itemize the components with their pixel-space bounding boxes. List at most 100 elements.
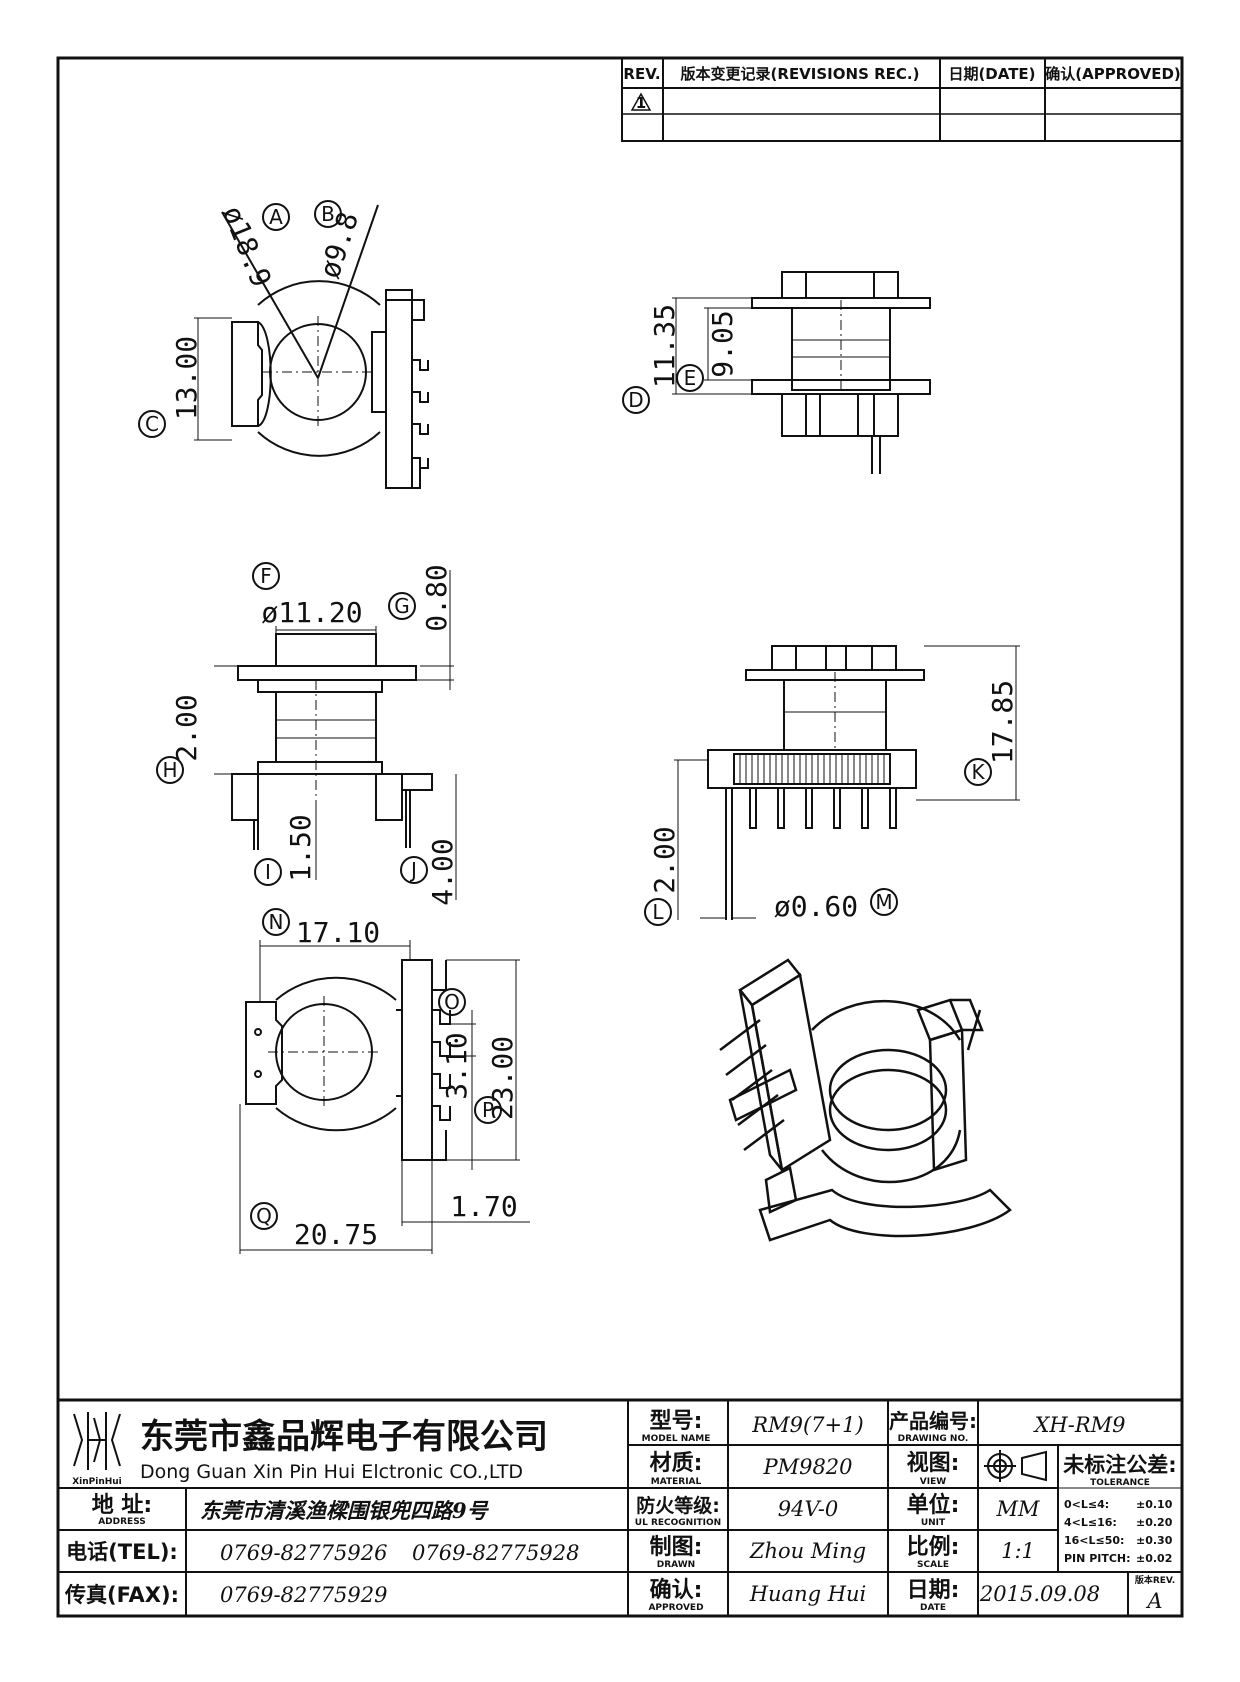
drawn-label: 制图: [650, 1535, 703, 1560]
ul-label: 防火等级: [636, 1494, 720, 1517]
callout-letter-k: K [971, 760, 985, 784]
callout-letter-b: B [321, 202, 335, 226]
callout-letter-q: Q [256, 1204, 272, 1228]
fax-value: 0769-82775929 [220, 1583, 387, 1607]
callout-letter-o: O [444, 990, 460, 1014]
callout-circle-d [622, 386, 650, 414]
callout-circle-f [252, 562, 280, 590]
side-view-upper [672, 271, 931, 474]
address-label: 地 址: [92, 1493, 152, 1518]
callout-letter-j: J [409, 858, 417, 882]
revision-table: REV. 版本变更记录(REVISIONS REC.) 日期(DATE) 确认(… [621, 57, 1183, 142]
date-label: 日期: [907, 1578, 960, 1603]
dim-m-value: ø0.60 [774, 890, 858, 923]
version-label: 版本REV. [1134, 1574, 1175, 1586]
dim-c-value: 13.00 [170, 336, 203, 420]
callout-letter-p: P [482, 1098, 494, 1122]
callout-letter-g: G [394, 594, 410, 618]
drawing-no-label: 产品编号: [889, 1409, 977, 1433]
material-label: 材质: [650, 1451, 703, 1476]
rev-number: 1 [636, 94, 646, 112]
tolerance-range-1: 0<L≤4: [1064, 1498, 1109, 1511]
tolerance-value-1: ±0.10 [1136, 1498, 1173, 1511]
callout-circle-p [474, 1096, 502, 1124]
company-name-en: Dong Guan Xin Pin Hui Elctronic CO.,LTD [140, 1461, 523, 1483]
callout-letter-h: H [162, 758, 177, 782]
dim-f-value: ø11.20 [261, 596, 362, 629]
callout-letter-i: I [265, 860, 271, 884]
dim-l-value: 2.00 [648, 826, 681, 893]
callout-circle-l [644, 898, 672, 926]
callout-circle-b [314, 200, 342, 228]
tolerance-range-2: 4<L≤16: [1064, 1516, 1117, 1529]
approved-label: 确认: [650, 1577, 703, 1603]
callout-circle-i [254, 858, 282, 886]
model-label: 型号: [650, 1409, 703, 1434]
rev-header: REV. [623, 65, 660, 83]
dim-d-value: 11.35 [648, 304, 681, 388]
tel-1: 0769-82775926 [220, 1541, 387, 1565]
dim-i-value: 1.50 [284, 814, 317, 881]
top-view [194, 204, 429, 489]
callout-letter-a: A [269, 205, 283, 229]
callout-circle-n [262, 908, 290, 936]
callout-letter-n: N [269, 910, 284, 934]
callout-circle-q [250, 1202, 278, 1230]
dim-k-value: 17.85 [986, 680, 1019, 764]
model-value: RM9(7+1) [751, 1413, 863, 1437]
tel-2: 0769-82775928 [412, 1541, 579, 1565]
callout-circle-a [262, 203, 290, 231]
unit-label: 单位: [907, 1492, 960, 1518]
rev-approved-header: 确认(APPROVED) [1045, 65, 1181, 83]
unit-value: MM [995, 1497, 1040, 1521]
tolerance-label: 未标注公差: [1063, 1453, 1176, 1477]
isometric-view [719, 958, 1012, 1242]
material-label-en: MATERIAL [651, 1477, 702, 1487]
tel-label: 电话(TEL): [66, 1540, 178, 1564]
callout-circle-k [964, 758, 992, 786]
callout-circle-g [388, 592, 416, 620]
projection-symbol-icon [984, 1450, 1047, 1482]
dim-n-value: 17.10 [296, 916, 380, 949]
callout-letter-d: D [628, 388, 643, 412]
company-name-cn: 东莞市鑫品辉电子有限公司 [140, 1417, 548, 1457]
dim-q-value: 20.75 [294, 1218, 378, 1251]
dim-p-value: 23.00 [486, 1036, 519, 1120]
callout-circle-e [676, 364, 704, 392]
unit-label-en: UNIT [921, 1518, 946, 1528]
callout-circle-j [400, 856, 428, 884]
callout-letter-e: E [684, 366, 697, 390]
callout-letter-m: M [875, 890, 892, 914]
drawn-label-en: DRAWN [657, 1560, 695, 1570]
title-block-frame [56, 1398, 1184, 1618]
dim-r-value: 1.70 [450, 1190, 517, 1223]
material-value: PM9820 [762, 1455, 852, 1479]
rev-record-header: 版本变更记录(REVISIONS REC.) [681, 65, 920, 83]
dim-e-value: 9.05 [706, 310, 739, 377]
ul-label-en: UL RECOGNITION [635, 1518, 721, 1528]
dim-o-value: 3.10 [440, 1032, 473, 1099]
side-view-lower [674, 645, 1020, 920]
company-logo [73, 1412, 121, 1470]
bottom-view [239, 940, 530, 1254]
address-value: 东莞市清溪渔樑围银兜四路9号 [200, 1498, 490, 1523]
approved-label-en: APPROVED [648, 1603, 703, 1613]
tolerance-value-2: ±0.20 [1136, 1516, 1173, 1529]
tolerance-value-3: ±0.30 [1136, 1534, 1173, 1547]
tolerance-range-3: 16<L≤50: [1064, 1534, 1124, 1547]
scale-value: 1:1 [1001, 1539, 1035, 1563]
callout-circle-h [156, 756, 184, 784]
date-label-en: DATE [920, 1603, 946, 1613]
dim-j-value: 4.00 [426, 838, 459, 905]
tolerance-range-4: PIN PITCH: [1064, 1552, 1131, 1565]
rev-date-header: 日期(DATE) [948, 65, 1035, 83]
address-label-en: ADDRESS [98, 1517, 146, 1527]
scale-label-en: SCALE [917, 1560, 949, 1570]
version-value: A [1145, 1589, 1162, 1613]
drawing-no-label-en: DRAWING NO. [898, 1434, 969, 1444]
callout-letter-l: L [652, 900, 664, 924]
date-value: 2015.09.08 [979, 1582, 1100, 1606]
scale-label: 比例: [907, 1535, 960, 1560]
